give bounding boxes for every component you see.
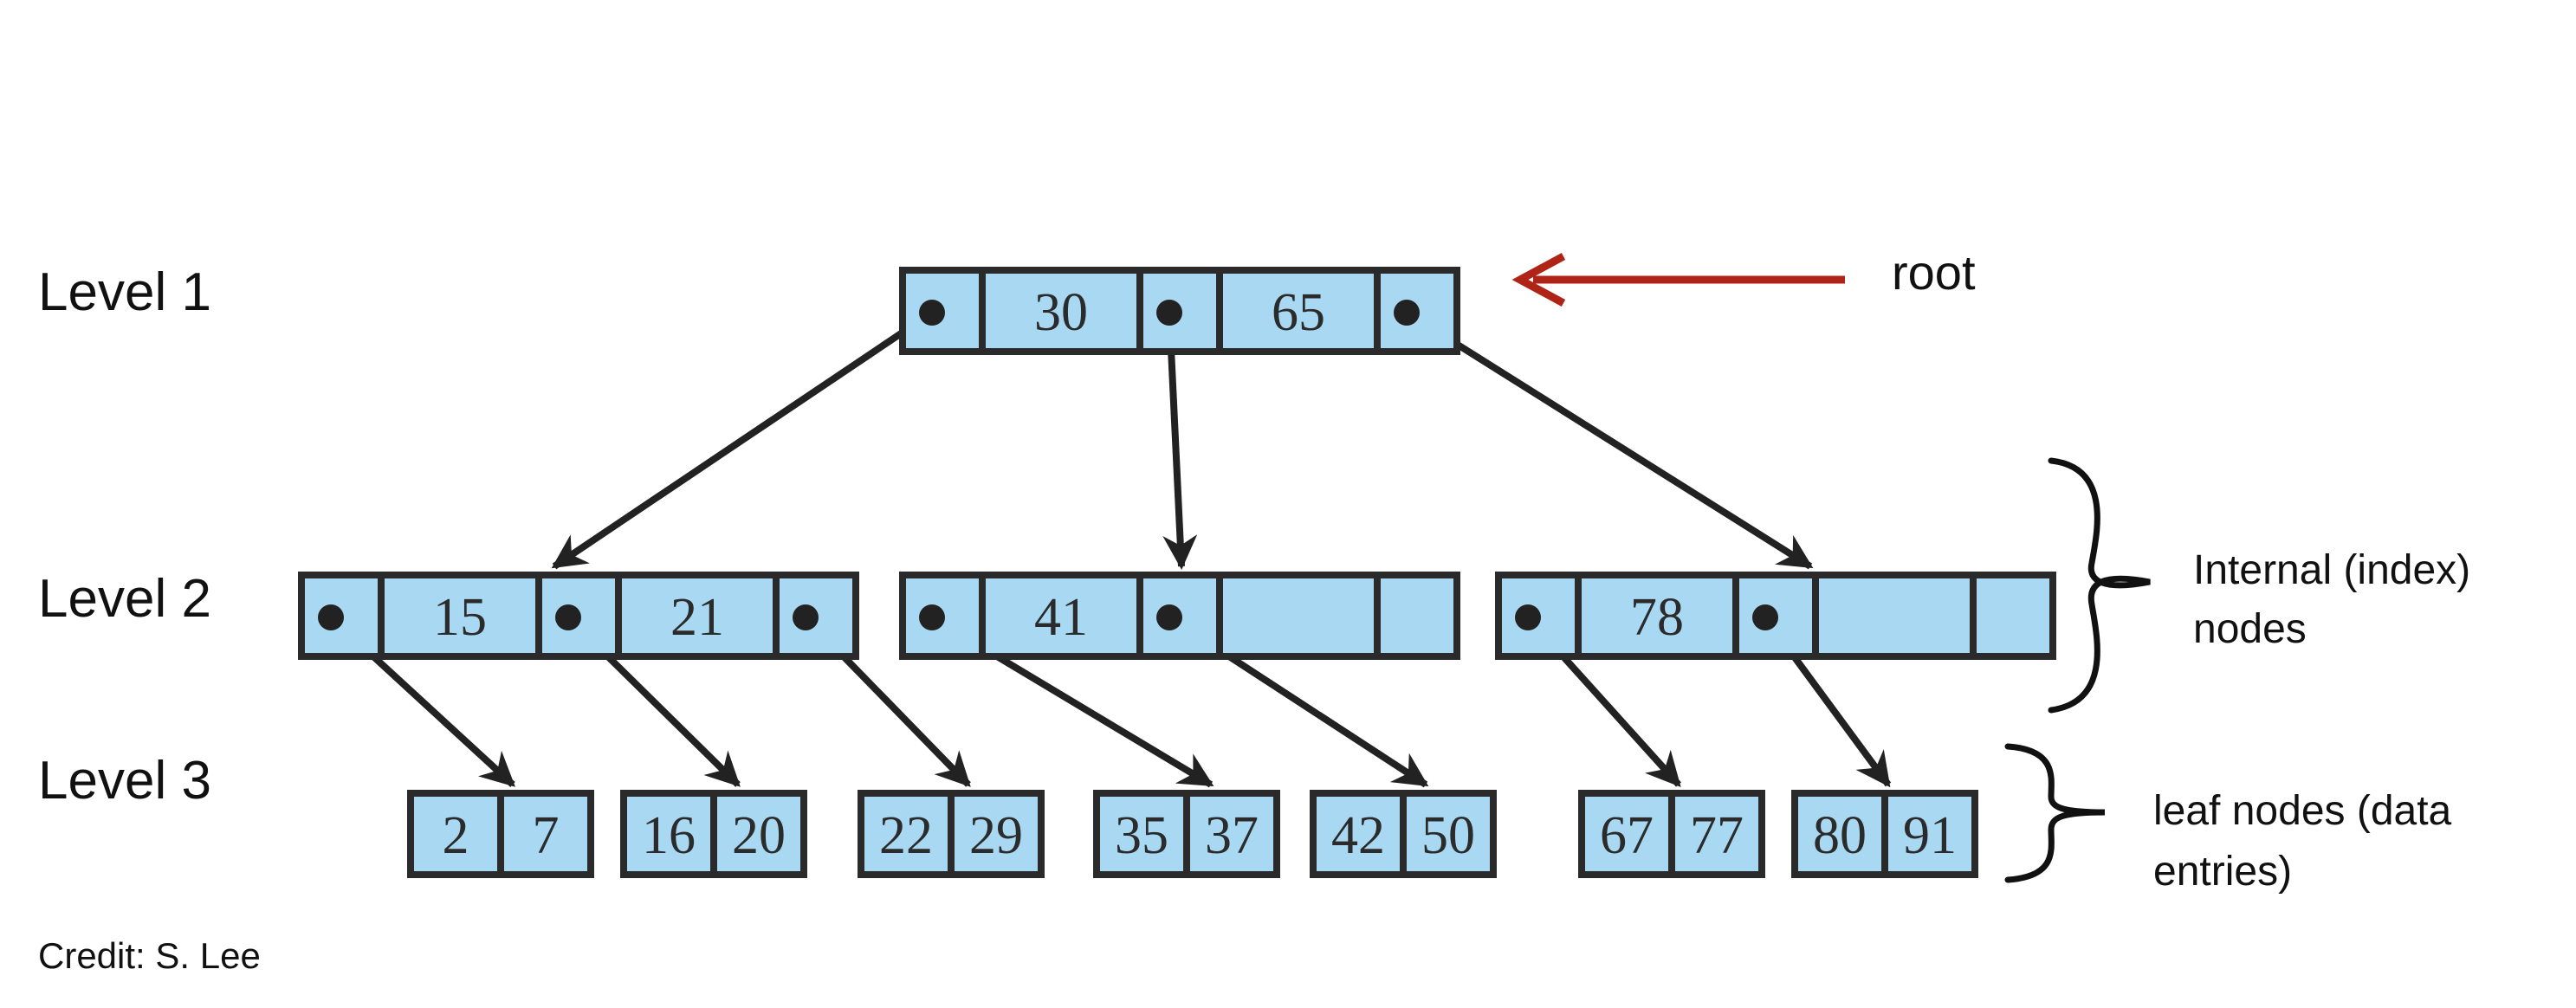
pointer-dots (318, 300, 1778, 630)
leaf-node-3: 22 29 (858, 790, 1045, 878)
internal-node-1-key: 15 (433, 588, 487, 647)
internal-node-2-key: 41 (1034, 588, 1088, 647)
leaf-node-5: 42 50 (1310, 790, 1497, 878)
root-node: 30 65 (899, 267, 1460, 355)
root-pointer-dot (1156, 300, 1182, 326)
level-1-label: Level 1 (38, 262, 211, 322)
leaf-node-1-key: 2 (443, 806, 469, 865)
internal-node-1-key: 21 (670, 588, 724, 647)
leaf-node-6-key: 77 (1690, 806, 1744, 865)
internal-pointer-dot (919, 604, 945, 630)
leaf-node-4-key: 37 (1205, 806, 1259, 865)
leaf-node-3-key: 22 (879, 806, 933, 865)
internal-nodes-label-line2: nodes (2193, 606, 2307, 652)
leaf-node-2-key: 20 (732, 806, 786, 865)
leaf-node-6: 67 77 (1578, 790, 1765, 878)
leaf-node-5-key: 42 (1331, 806, 1385, 865)
root-pointer-dot (919, 300, 945, 326)
credit-text: Credit: S. Lee (38, 935, 261, 976)
level-3-label: Level 3 (38, 751, 211, 811)
leaf-node-5-key: 50 (1421, 806, 1475, 865)
leaf-node-3-key: 29 (969, 806, 1023, 865)
internal-node-2: 41 (899, 572, 1460, 660)
root-node-key: 30 (1034, 283, 1088, 342)
root-pointer-dot (1394, 300, 1420, 326)
level-2-label: Level 2 (38, 569, 211, 629)
root-node-key: 65 (1272, 283, 1325, 342)
internal-pointer-dot (1156, 604, 1182, 630)
root-edge-3 (1404, 309, 1814, 570)
leaf-node-4-key: 35 (1115, 806, 1168, 865)
leaf-node-7: 80 91 (1791, 790, 1978, 878)
leaf-nodes-brace (2004, 743, 2106, 883)
leaf-node-2-key: 16 (642, 806, 696, 865)
internal-nodes-label-line1: Internal (index) (2193, 547, 2470, 593)
leaf-node-1-key: 7 (533, 806, 560, 865)
internal-pointer-dot (793, 604, 819, 630)
internal-pointer-dot (1515, 604, 1541, 630)
leaf-nodes-label-line2: entries) (2153, 849, 2292, 895)
leaf-node-7-key: 91 (1903, 806, 1957, 865)
root-arrow (1511, 253, 1845, 307)
leaf-nodes-label-line1: leaf nodes (data (2153, 788, 2452, 834)
root-label: root (1892, 245, 1976, 300)
internal-pointer-dot (318, 604, 344, 630)
tree-edges (328, 309, 1892, 788)
leaf-node-7-key: 80 (1813, 806, 1867, 865)
internal-node-3-key: 78 (1630, 588, 1684, 647)
internal-nodes-brace (2048, 457, 2151, 714)
leaf-node-6-key: 67 (1600, 806, 1654, 865)
internal-pointer-dot (555, 604, 581, 630)
internal-pointer-dot (1752, 604, 1778, 630)
leaf-node-4: 35 37 (1093, 790, 1280, 878)
root-edge-1 (551, 309, 935, 570)
